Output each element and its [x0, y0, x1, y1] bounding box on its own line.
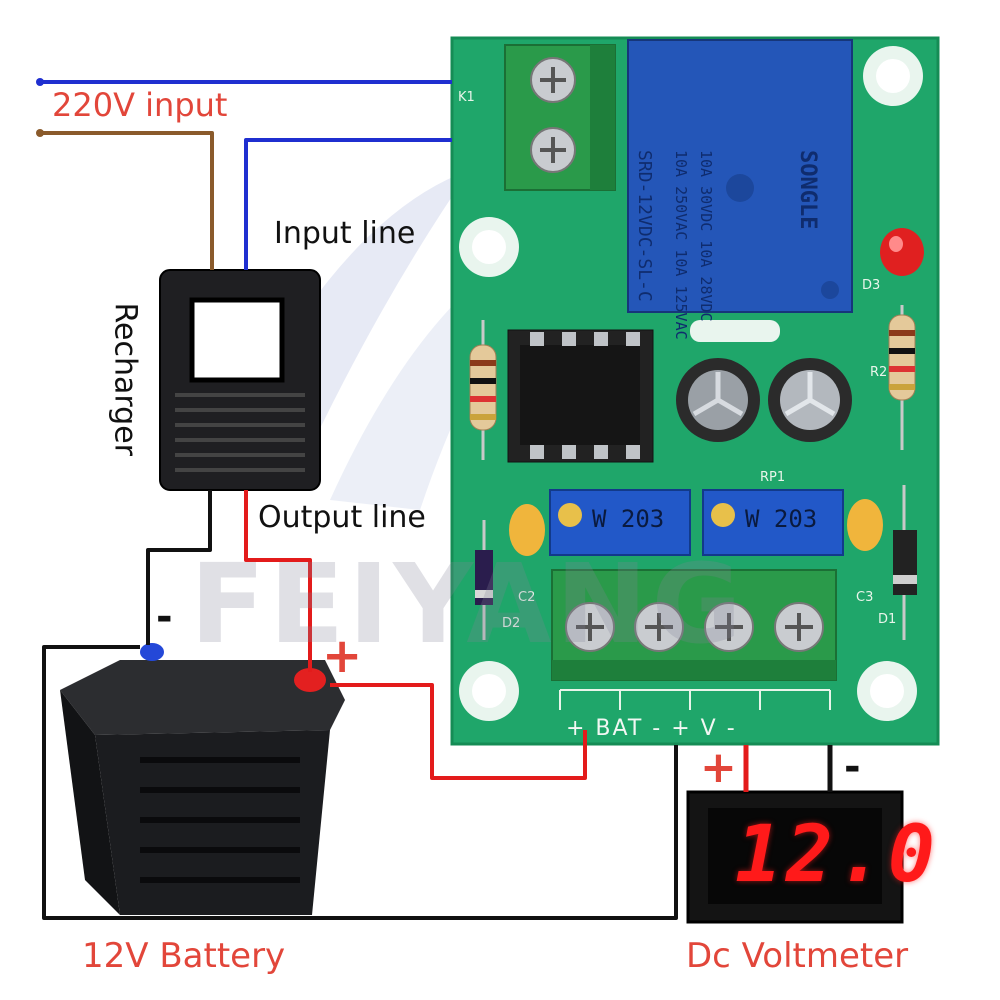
silk-d3: D3 [862, 278, 881, 293]
ic-chip-icon [507, 329, 654, 463]
terminal-labels: + BAT - + V - [566, 716, 737, 741]
battery-negative-label: - [156, 594, 173, 640]
led-icon [880, 228, 924, 276]
voltmeter-positive-label: + [700, 742, 737, 793]
battery-label: 12V Battery [82, 936, 286, 976]
output-line-label: Output line [258, 500, 426, 535]
wires [36, 78, 833, 920]
resistor-icon [469, 320, 497, 460]
voltmeter-negative-label: - [844, 744, 861, 790]
silk-r2: R2 [870, 365, 888, 380]
input-line-label: Input line [274, 216, 416, 251]
relay-rating-2: 10A 30VDC 10A 28VDC [697, 150, 715, 322]
mount-hole-icon [459, 46, 923, 721]
silk-c2: C2 [518, 590, 536, 605]
wire-input-blue [244, 138, 452, 270]
mains-input-label: 220V input [52, 86, 228, 124]
voltmeter-reading: 12.0 [735, 810, 939, 900]
silk-d2: D2 [502, 616, 521, 631]
potentiometer-b-label: W 203 [745, 505, 818, 533]
capacitor-icon [676, 358, 852, 442]
battery-positive-label: + [322, 628, 363, 684]
relay-icon [627, 39, 853, 313]
wire-batt-black [42, 645, 678, 920]
voltmeter-label: Dc Voltmeter [686, 936, 909, 976]
relay-brand-text: SONGLE [795, 150, 820, 230]
battery-icon [60, 643, 345, 915]
recharger-label: Recharger [107, 302, 143, 457]
resistor-icon-r2 [888, 305, 916, 450]
wire-output-black [146, 490, 212, 645]
recharger-icon [159, 269, 321, 491]
silk-k1: K1 [458, 90, 475, 105]
diode-icon [475, 485, 917, 640]
potentiometer-a-label: W 203 [592, 505, 665, 533]
relay-rating-1: 10A 250VAC 10A 125VAC [672, 150, 690, 340]
potentiometer-icon [549, 489, 844, 556]
output-terminal-block-icon [551, 569, 837, 681]
ceramic-capacitor-icon [509, 499, 883, 556]
silk-rp1: RP1 [760, 470, 786, 485]
silk-c3: C3 [856, 590, 874, 605]
relay-model-text: SRD-12VDC-SL-C [634, 150, 655, 302]
input-terminal-block-icon [504, 44, 616, 191]
wire-output-red [244, 490, 312, 672]
pcb-board [450, 36, 940, 746]
wire-batt-red [330, 683, 587, 780]
watermark-text: FEIYANG [190, 540, 746, 668]
wire-mains-brown [40, 131, 214, 270]
silk-d1: D1 [878, 612, 897, 627]
voltmeter-icon [686, 790, 904, 924]
